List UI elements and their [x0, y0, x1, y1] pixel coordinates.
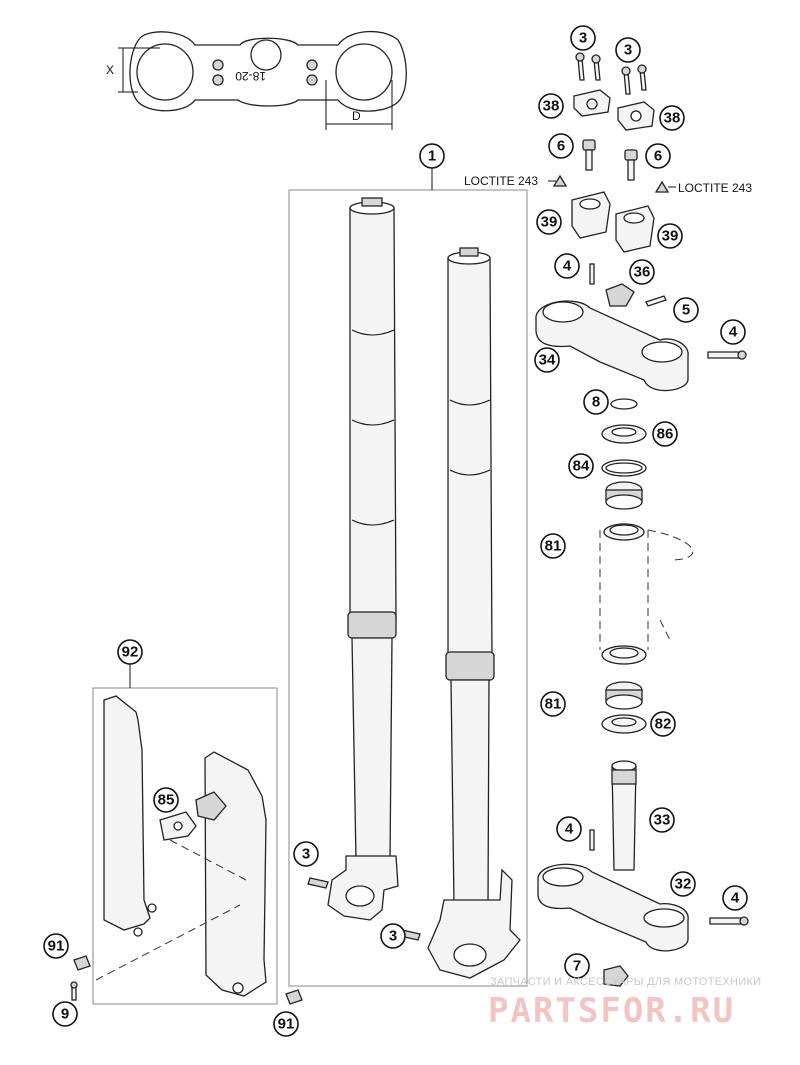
svg-text:3: 3: [579, 30, 587, 47]
lower-clamp-bolts: LOCTITE 243 LOCTITE 243: [464, 139, 752, 195]
watermark-caption: ЗАПЧАСТИ И АКСЕССУАРЫ ДЛЯ МОТОТЕХНИКИ: [490, 976, 761, 988]
svg-text:38: 38: [664, 110, 681, 127]
svg-text:4: 4: [729, 324, 738, 341]
svg-text:81: 81: [545, 538, 562, 555]
callout-91-right: 91: [273, 1011, 299, 1037]
callout-38-left: 38: [538, 93, 564, 119]
callout-6-left: 6: [548, 133, 574, 159]
callout-9: 9: [52, 1001, 78, 1027]
callout-3-top-right: 3: [615, 37, 641, 63]
svg-text:4: 4: [731, 890, 740, 907]
callout-81-lower: 81: [540, 691, 566, 717]
callout-7: 7: [564, 953, 590, 979]
callout-86: 86: [652, 421, 678, 447]
callout-4-upper-clamp: 4: [554, 253, 580, 279]
loctite-left-label: LOCTITE 243: [464, 174, 538, 188]
callout-36: 36: [629, 259, 655, 285]
callout-1: 1: [419, 143, 445, 169]
guard-dash-lower: [95, 904, 241, 981]
upper-handlebar-clamps: [573, 89, 655, 131]
callout-84: 84: [568, 453, 594, 479]
svg-text:91: 91: [48, 938, 65, 955]
upper-steering-bearing: [603, 481, 645, 541]
fork-guard-right: [195, 751, 267, 997]
svg-text:6: 6: [654, 148, 662, 165]
callout-3-fork-right: 3: [380, 923, 406, 949]
svg-text:38: 38: [543, 98, 560, 115]
callout-3-top-left: 3: [570, 25, 596, 51]
callout-4-lower-side: 4: [722, 885, 748, 911]
watermark-brand: PARTSFOR.RU: [488, 991, 735, 1031]
svg-text:7: 7: [573, 958, 581, 975]
fork-guard-frame: [92, 687, 278, 1005]
svg-text:3: 3: [302, 846, 310, 863]
dimension-x-label: X: [106, 63, 114, 77]
svg-text:32: 32: [675, 876, 692, 893]
callout-92: 92: [117, 639, 143, 665]
svg-text:3: 3: [624, 42, 632, 59]
svg-text:6: 6: [557, 138, 565, 155]
svg-text:33: 33: [654, 812, 671, 829]
callout-8: 8: [583, 389, 609, 415]
svg-text:9: 9: [61, 1006, 69, 1023]
svg-text:5: 5: [682, 302, 690, 319]
fork-leg-right: [427, 247, 521, 979]
svg-text:86: 86: [657, 426, 674, 443]
guard-clamp: [159, 811, 197, 841]
svg-text:1: 1: [428, 148, 436, 165]
callout-5: 5: [673, 297, 699, 323]
callout-38-right: 38: [659, 105, 685, 131]
callout-3-fork-left: 3: [293, 841, 319, 867]
svg-text:84: 84: [573, 458, 590, 475]
lower-triple-clamp: [537, 829, 749, 987]
guard-screws: [70, 955, 303, 1005]
steering-stem: [611, 760, 637, 871]
callout-33: 33: [649, 807, 675, 833]
svg-text:39: 39: [662, 228, 679, 245]
upper-triple-clamp: [535, 263, 747, 392]
svg-text:82: 82: [655, 716, 672, 733]
callout-91-left: 91: [43, 933, 69, 959]
callout-82: 82: [650, 711, 676, 737]
loctite-right-label: LOCTITE 243: [678, 181, 752, 195]
svg-text:4: 4: [565, 821, 574, 838]
fork-assembly-frame: [288, 189, 528, 987]
svg-text:39: 39: [541, 214, 558, 231]
handlebar-clamp-bases: [571, 191, 655, 253]
svg-text:3: 3: [389, 928, 397, 945]
fork-guard-left: [103, 695, 157, 937]
svg-text:85: 85: [158, 792, 175, 809]
callout-34: 34: [534, 347, 560, 373]
frame-head-outline: [599, 529, 694, 650]
svg-text:34: 34: [539, 352, 556, 369]
fork-leg-left: [327, 197, 399, 921]
dimension-d-label: D: [352, 109, 361, 123]
svg-text:8: 8: [592, 394, 600, 411]
handlebar-bolts: [575, 52, 647, 95]
svg-text:81: 81: [545, 696, 562, 713]
svg-text:91: 91: [278, 1016, 295, 1033]
steering-seals: [601, 398, 647, 477]
triple-clamp-top-view: 18-20 X D: [106, 30, 407, 130]
callout-39-right: 39: [657, 223, 683, 249]
guard-dash-upper: [169, 839, 247, 881]
clamp-stamp-text: 18-20: [235, 69, 266, 83]
callout-85: 85: [153, 787, 179, 813]
callout-39-left: 39: [536, 209, 562, 235]
callout-4-lower-clamp: 4: [556, 816, 582, 842]
callout-32: 32: [670, 871, 696, 897]
svg-text:36: 36: [634, 264, 651, 281]
callout-4-upper-side: 4: [720, 319, 746, 345]
callout-81-upper: 81: [540, 533, 566, 559]
svg-text:4: 4: [563, 258, 572, 275]
callout-6-right: 6: [645, 143, 671, 169]
lower-steering-bearing: [601, 645, 647, 734]
svg-text:92: 92: [122, 644, 139, 661]
